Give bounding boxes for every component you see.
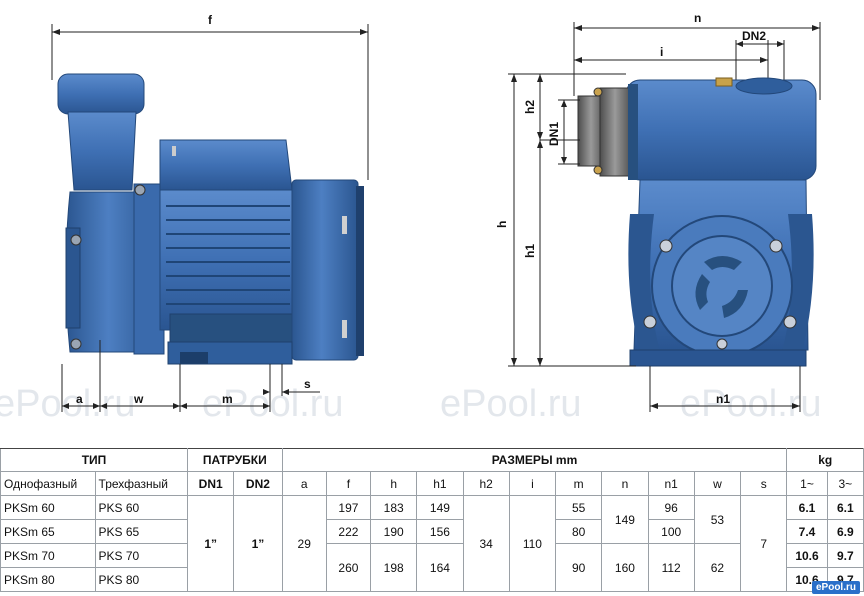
cell-kg1-65: 7.4	[786, 519, 828, 544]
cell-w-2: 62	[693, 543, 742, 592]
cell-h1-2: 156	[416, 519, 464, 544]
cell-h-3: 198	[370, 543, 418, 592]
cell-m-1: 55	[555, 495, 603, 520]
model-three-80: PKS 80	[94, 567, 189, 592]
specifications-table: ТИП ПАТРУБКИ РАЗМЕРЫ mm kg Однофазный Тр…	[0, 448, 864, 592]
hdr-dims: РАЗМЕРЫ mm	[281, 448, 788, 472]
watermark-2: ePool.ru	[202, 383, 344, 425]
dim-dn2-label: DN2	[742, 29, 766, 43]
hdr-type: ТИП	[0, 448, 189, 472]
cell-s: 7	[740, 495, 788, 592]
dim-m-label: m	[222, 392, 233, 406]
dim-n-label: n	[694, 11, 701, 25]
dim-i-label: i	[660, 45, 663, 59]
model-single-60: PKSm 60	[0, 495, 96, 520]
hdr-f: f	[325, 471, 372, 496]
table-row: PKSm 60 PKS 60 1” 1” 29 197 183 149 34 1…	[0, 495, 864, 592]
hdr-s: s	[740, 471, 788, 496]
hdr-ports: ПАТРУБКИ	[187, 448, 283, 472]
model-single-70: PKSm 70	[0, 543, 96, 568]
cell-n1-3: 112	[647, 543, 695, 592]
cell-n1-1: 96	[647, 495, 695, 520]
table-sub-header-row: Однофазный Трехфазный DN1 DN2 a f h h1 h…	[0, 471, 864, 496]
hdr-kg: kg	[786, 448, 864, 472]
table-row: PKSm 65 PKS 65 222 190 156 80 100 7.4 6.…	[0, 519, 864, 544]
table-group-header-row: ТИП ПАТРУБКИ РАЗМЕРЫ mm kg	[0, 448, 864, 472]
cell-m-3: 90	[555, 543, 603, 592]
cell-dn2: 1”	[233, 495, 283, 592]
cell-f-3: 260	[325, 543, 372, 592]
cell-a: 29	[281, 495, 327, 592]
side-view: f	[51, 13, 369, 412]
cell-h1-1: 149	[416, 495, 464, 520]
cell-h1-3: 164	[416, 543, 464, 592]
hdr-kg1: 1~	[786, 471, 828, 496]
hdr-h1: h1	[416, 471, 464, 496]
dim-h-label: h	[495, 221, 509, 228]
site-logo: ePool.ru	[811, 581, 860, 594]
model-three-60: PKS 60	[94, 495, 189, 520]
cell-kg3-60: 6.1	[826, 495, 864, 520]
cell-h2: 34	[462, 495, 510, 592]
cell-w-1: 53	[693, 495, 742, 544]
cell-kg1-60: 6.1	[786, 495, 828, 520]
model-three-65: PKS 65	[94, 519, 189, 544]
dim-f-label: f	[208, 13, 213, 27]
cell-f-2: 222	[325, 519, 372, 544]
watermark-3: ePool.ru	[440, 383, 582, 425]
watermark-row: ePool.ru ePool.ru ePool.ru ePool.ru	[0, 383, 822, 425]
watermark-4: ePool.ru	[680, 383, 822, 425]
pump-drawings: ePool.ru ePool.ru ePool.ru ePool.ru f	[0, 11, 822, 425]
hdr-h: h	[370, 471, 418, 496]
hdr-dn1: DN1	[187, 471, 235, 496]
cell-n1-2: 100	[647, 519, 695, 544]
dim-w-label: w	[133, 392, 144, 406]
cell-kg1-70: 10.6	[786, 543, 828, 568]
dim-h2-label: h2	[523, 100, 537, 114]
cell-f-1: 197	[325, 495, 372, 520]
cell-h-1: 183	[370, 495, 418, 520]
hdr-single-phase: Однофазный	[0, 471, 96, 496]
hdr-a: a	[281, 471, 327, 496]
hdr-three-phase: Трехфазный	[94, 471, 189, 496]
cell-kg3-70: 9.7	[826, 543, 864, 568]
motor-fins	[166, 205, 290, 305]
dim-h1-label: h1	[523, 244, 537, 258]
cell-m-2: 80	[555, 519, 603, 544]
table-row: PKSm 70 PKS 70 260 198 164 90 160 112 62…	[0, 543, 864, 592]
cell-h-2: 190	[370, 519, 418, 544]
hdr-kg3: 3~	[826, 471, 864, 496]
cell-dn1: 1”	[187, 495, 235, 592]
cell-n-2: 160	[601, 543, 649, 592]
model-single-65: PKSm 65	[0, 519, 96, 544]
hdr-n: n	[601, 471, 649, 496]
cell-n-1: 149	[601, 495, 649, 544]
hdr-w: w	[693, 471, 742, 496]
hdr-i: i	[508, 471, 557, 496]
hdr-m: m	[555, 471, 603, 496]
front-view: n i DN2	[495, 11, 821, 412]
hdr-dn2: DN2	[233, 471, 283, 496]
model-single-80: PKSm 80	[0, 567, 96, 592]
hdr-h2: h2	[462, 471, 510, 496]
dim-s-label: s	[304, 377, 311, 391]
cell-kg3-65: 6.9	[826, 519, 864, 544]
dim-n1-label: n1	[716, 392, 730, 406]
dim-dn1-label: DN1	[547, 122, 561, 146]
cell-i: 110	[508, 495, 557, 592]
dim-a-label: a	[76, 392, 83, 406]
model-three-70: PKS 70	[94, 543, 189, 568]
hdr-n1: n1	[647, 471, 695, 496]
